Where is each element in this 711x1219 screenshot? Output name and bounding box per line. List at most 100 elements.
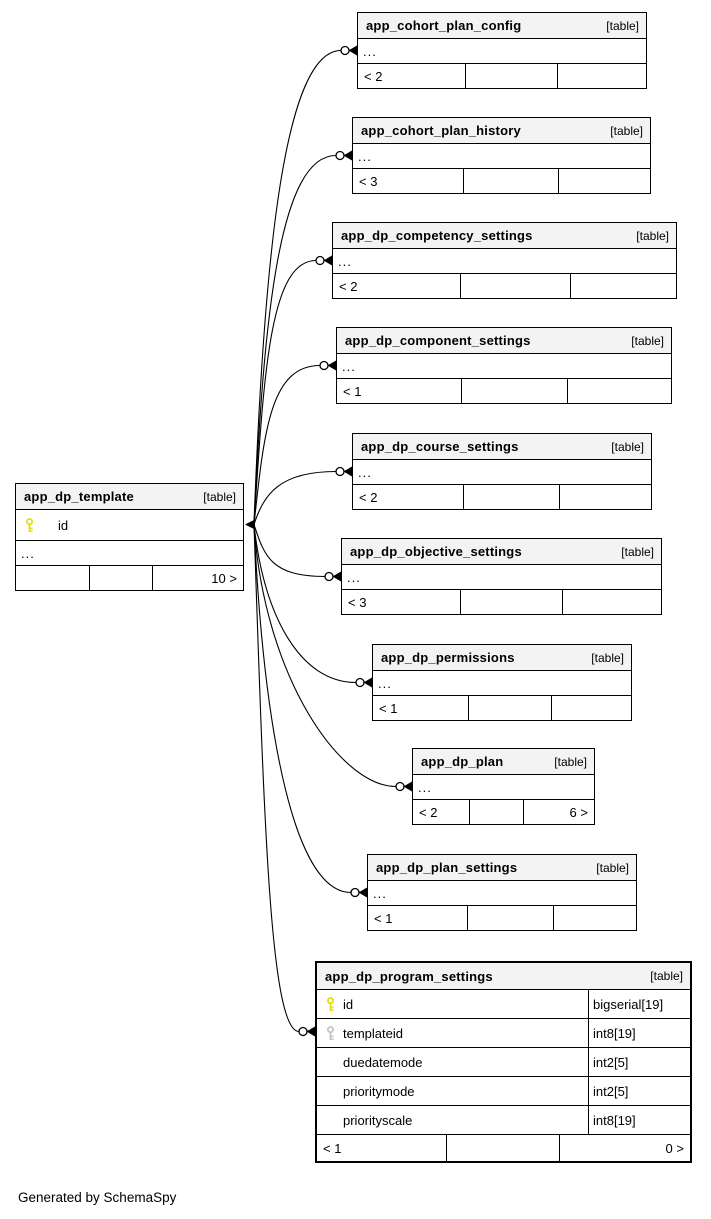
- relationship-edge: [253, 49, 342, 525]
- ellipsis-text: ...: [358, 464, 372, 480]
- ellipsis-text: ...: [378, 675, 392, 691]
- table-box-app_dp_template[interactable]: app_dp_template[table]id...10 >: [15, 483, 244, 591]
- table-box-app_dp_objective_settings[interactable]: app_dp_objective_settings[table]...< 3: [341, 538, 662, 615]
- footer-children-count: < 1: [343, 383, 362, 399]
- table-box-app_dp_course_settings[interactable]: app_dp_course_settings [table]... < 2: [352, 433, 652, 510]
- column-type: int2[5]: [588, 1048, 690, 1076]
- footer-children-count: < 1: [323, 1140, 342, 1156]
- ellipsis-text: ...: [373, 885, 387, 901]
- edge-arrowhead: [343, 150, 352, 161]
- table-type-badge: [table]: [554, 754, 587, 769]
- table-footer: < 3: [342, 590, 661, 614]
- ellipsis-text: ...: [363, 43, 377, 59]
- edge-arrowhead: [343, 466, 352, 477]
- column-name: templateid: [343, 1025, 403, 1041]
- column-name: priorityscale: [343, 1112, 413, 1128]
- table-footer: < 1: [373, 696, 631, 720]
- table-type-badge: [table]: [606, 18, 639, 33]
- edge-arrowhead: [327, 360, 336, 371]
- footer-parents-count: [551, 696, 631, 720]
- table-footer: < 2: [333, 274, 676, 298]
- table-name: app_dp_permissions: [381, 650, 515, 665]
- primary-key-icon: [326, 996, 334, 1011]
- table-box-app_dp_plan_settings[interactable]: app_dp_plan_settings[table]...< 1: [367, 854, 637, 931]
- table-header: app_dp_competency_settings [table]: [333, 223, 676, 249]
- edge-arrowhead: [323, 255, 332, 266]
- collapsed-columns-row: ...: [368, 881, 636, 906]
- table-header: app_dp_component_settings[table]: [337, 328, 671, 354]
- table-box-app_dp_permissions[interactable]: app_dp_permissions [table]... < 1: [372, 644, 632, 721]
- table-type-badge: [table]: [636, 228, 669, 243]
- table-box-app_dp_competency_settings[interactable]: app_dp_competency_settings [table]... < 2: [332, 222, 677, 299]
- relationship-edge: [253, 259, 317, 525]
- table-box-app_cohort_plan_history[interactable]: app_cohort_plan_history[table]...< 3: [352, 117, 651, 194]
- table-name: app_dp_component_settings: [345, 333, 531, 348]
- footer-parents-count: [558, 485, 651, 509]
- table-type-badge: [table]: [596, 860, 629, 875]
- collapsed-columns-row: ...: [353, 460, 651, 485]
- ellipsis-text: ...: [338, 253, 352, 269]
- ellipsis-text: ...: [358, 148, 372, 164]
- edge-arrowhead: [306, 1026, 315, 1037]
- relationship-edge: [253, 154, 337, 525]
- foreign-key-icon: [326, 1025, 334, 1040]
- table-type-badge: [table]: [591, 650, 624, 665]
- footer-mid-cell: [460, 379, 568, 403]
- footer-parents-count: [557, 169, 650, 193]
- footer-parents-count: [567, 379, 671, 403]
- table-box-app_cohort_plan_config[interactable]: app_cohort_plan_config[table]...< 2: [357, 12, 647, 89]
- table-header: app_dp_objective_settings[table]: [342, 539, 661, 565]
- footer-parents-count: [556, 64, 646, 88]
- column-type: int8[19]: [588, 1019, 690, 1047]
- table-name: app_cohort_plan_history: [361, 123, 521, 138]
- table-name: app_dp_plan: [421, 754, 504, 769]
- footer-mid-cell: [468, 696, 551, 720]
- primary-key-icon: [25, 517, 33, 532]
- footer-parents-count: [569, 274, 676, 298]
- table-header: app_dp_permissions [table]: [373, 645, 631, 671]
- footer-children-count: < 1: [374, 910, 393, 926]
- table-header: app_dp_course_settings [table]: [353, 434, 651, 460]
- table-box-app_dp_component_settings[interactable]: app_dp_component_settings[table]...< 1: [336, 327, 672, 404]
- relationship-edge: [253, 524, 300, 1033]
- edge-arrowhead: [358, 887, 367, 898]
- relationship-edge: [253, 524, 397, 788]
- table-name: app_dp_course_settings: [361, 439, 519, 454]
- footer-mid-cell: [445, 1135, 560, 1161]
- column-type: int2[5]: [588, 1077, 690, 1105]
- column-name: id: [343, 996, 354, 1012]
- table-footer: < 2: [358, 64, 646, 88]
- footer-children-count: < 2: [419, 804, 438, 820]
- table-header: app_dp_template[table]: [16, 484, 243, 510]
- table-type-badge: [table]: [650, 969, 683, 983]
- table-footer: < 1: [337, 379, 671, 403]
- footer-mid-cell: [462, 169, 558, 193]
- edge-arrowhead: [403, 781, 412, 792]
- table-type-badge: [table]: [611, 439, 644, 454]
- footer-children-count: [16, 566, 89, 590]
- column-row-id: id: [16, 510, 243, 541]
- table-name: app_dp_competency_settings: [341, 228, 533, 243]
- footer-children-count: < 2: [359, 489, 378, 505]
- table-header: app_dp_plan [table]: [413, 749, 594, 775]
- collapsed-columns-row: ...: [413, 775, 594, 800]
- footer-parents-count: [552, 906, 636, 930]
- origin-arrowhead: [245, 519, 255, 530]
- collapsed-columns-row: ...: [353, 144, 650, 169]
- key-cell: [317, 1025, 343, 1041]
- relationship-edge: [253, 364, 321, 525]
- footer-parents-count: [562, 590, 661, 614]
- table-footer: 10 >: [16, 566, 243, 590]
- footer-mid-cell: [459, 274, 570, 298]
- collapsed-columns-row: ...: [373, 671, 631, 696]
- key-cell: [317, 996, 343, 1012]
- table-type-badge: [table]: [203, 489, 236, 504]
